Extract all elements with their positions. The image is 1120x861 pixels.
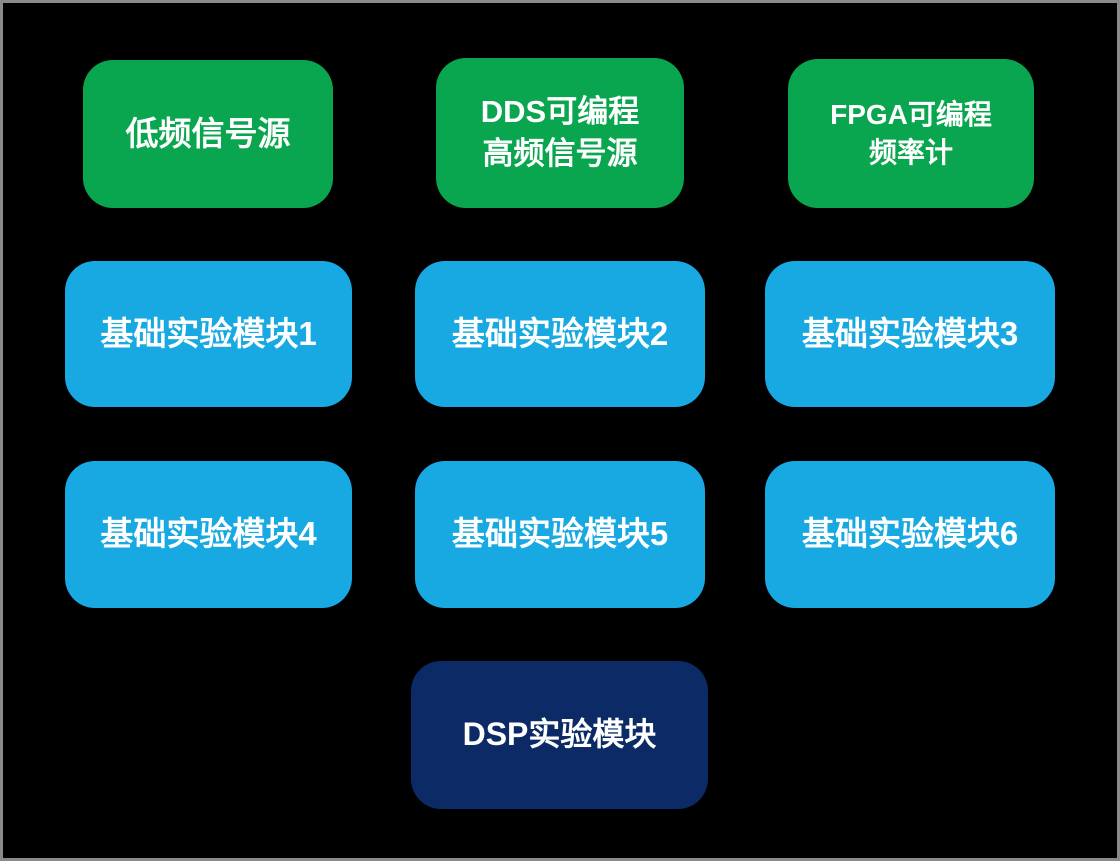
box-fpga-frequency-counter: FPGA可编程 频率计 <box>788 59 1034 208</box>
box-basic-module-3: 基础实验模块3 <box>765 261 1055 407</box>
box-label-line2: 高频信号源 <box>482 136 638 171</box>
box-label-line1: FPGA可编程 <box>830 98 992 130</box>
box-label: 基础实验模块5 <box>451 515 669 553</box>
box-basic-module-6: 基础实验模块6 <box>765 461 1055 608</box>
box-label: 基础实验模块4 <box>100 515 317 553</box>
box-basic-module-4: 基础实验模块4 <box>65 461 352 608</box>
box-basic-module-1: 基础实验模块1 <box>65 261 352 407</box>
box-label-line1: DDS可编程 <box>480 94 640 130</box>
box-label: 基础实验模块2 <box>451 314 669 352</box>
box-label: 低频信号源 <box>125 114 291 152</box>
box-label: 基础实验模块3 <box>801 314 1019 352</box>
box-label-line2: 频率计 <box>868 136 953 168</box>
box-label: 基础实验模块6 <box>801 515 1019 553</box>
box-basic-module-5: 基础实验模块5 <box>415 461 705 608</box>
box-dds-high-freq-signal-source: DDS可编程 高频信号源 <box>436 58 684 208</box>
box-low-freq-signal-source: 低频信号源 <box>83 60 333 208</box>
box-label: 基础实验模块1 <box>100 314 317 352</box>
box-basic-module-2: 基础实验模块2 <box>415 261 705 407</box>
box-label: DSP实验模块 <box>462 716 657 753</box>
box-dsp-module: DSP实验模块 <box>411 661 708 809</box>
